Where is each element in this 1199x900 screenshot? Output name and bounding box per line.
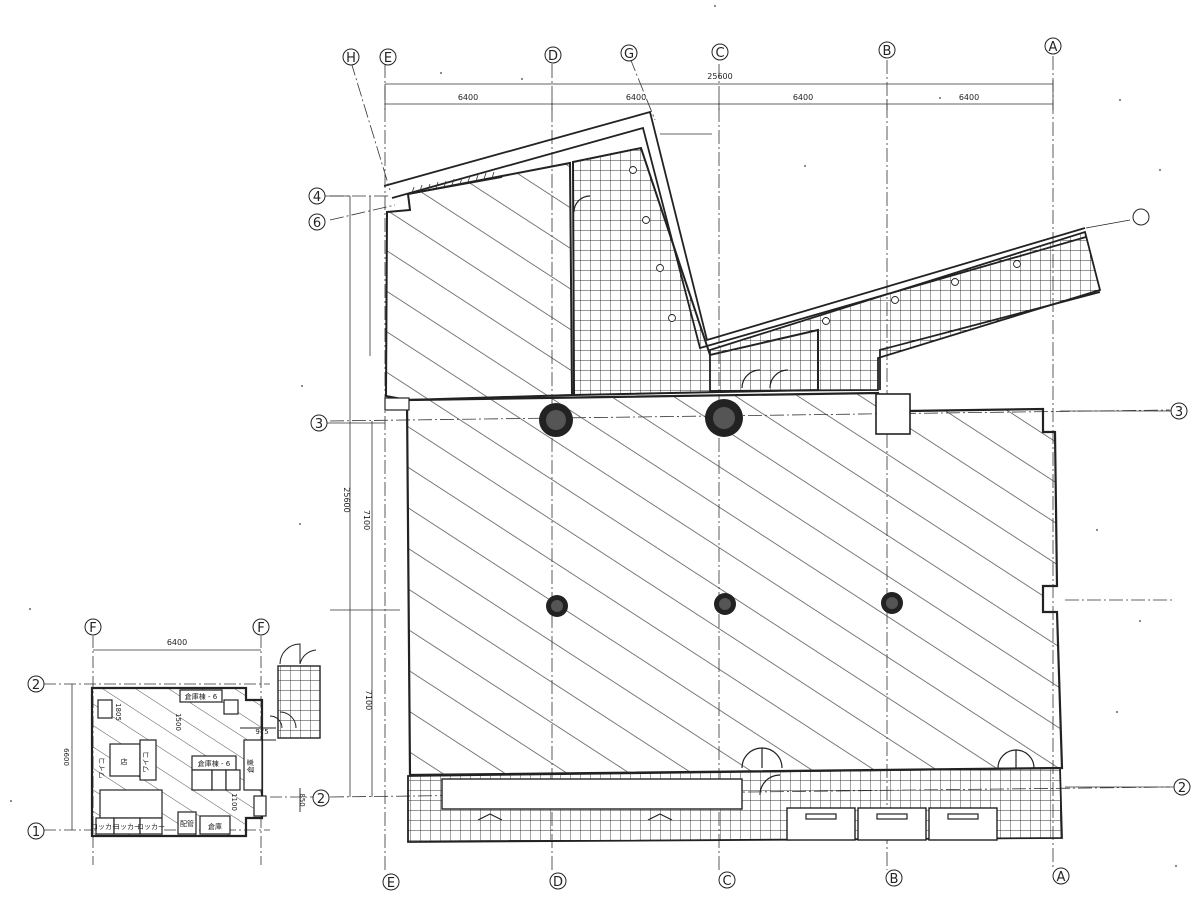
grid-label-e-bottom: E — [387, 876, 395, 891]
grid-label-e-top: E — [384, 51, 392, 66]
inset-room-label-2: 倉庫棟 - 6 — [198, 759, 231, 768]
inset-room-label-3: ワイコ — [142, 752, 150, 773]
grid-label-h-top: H — [346, 51, 356, 66]
shaft-notch — [875, 393, 911, 435]
inset-room-label-4: ワイコ — [98, 758, 106, 779]
bubble-leaders — [325, 195, 1174, 788]
bottom-counter — [441, 778, 743, 810]
inset-room-label-11: 店 — [121, 757, 128, 766]
inset-grid-label-f-right: F — [257, 621, 264, 636]
grid-label-4: 4 — [313, 190, 321, 205]
bottom-booth-3 — [928, 807, 998, 841]
grid-label-b-bottom: B — [890, 872, 899, 887]
top-dimension-lines — [384, 80, 1054, 135]
fixture-markers — [629, 166, 1021, 325]
main-hatched-floor — [405, 391, 1064, 777]
grid-label-d-bottom: D — [553, 875, 563, 890]
wall-tick-marks — [411, 171, 495, 194]
left-dimension-lines — [330, 196, 400, 797]
dim-height-lower: 7100 — [364, 690, 373, 710]
outer-angled-walls — [383, 110, 1131, 390]
inset-plan: 6400 6600 — [27, 618, 330, 865]
dim-bay-3: 6400 — [793, 93, 813, 102]
grid-label-c-bottom: C — [722, 874, 731, 889]
grid-label-3-right: 3 — [1175, 405, 1183, 420]
dim-bay-4: 6400 — [959, 93, 979, 102]
dim-total-top: 25600 — [707, 72, 732, 81]
dim-bay-2: 6400 — [626, 93, 646, 102]
booth-details — [477, 813, 979, 821]
inset-room-label-6: ロッカー — [113, 823, 141, 831]
inset-dim-1805: 1805 — [114, 703, 122, 721]
inset-dim-width: 6400 — [167, 638, 187, 647]
grid-label-3-left: 3 — [315, 417, 323, 432]
inset-room-label-10: 倉庫 — [246, 759, 255, 773]
inset-dim-1100: 1100 — [230, 793, 238, 811]
bottom-booth-2 — [857, 807, 927, 841]
inset-room-label-7: ロッカー — [137, 823, 165, 831]
dim-height-upper: 7100 — [362, 510, 371, 530]
grid-label-b-top: B — [883, 44, 892, 59]
inset-room-label-8: 配管 — [180, 819, 194, 828]
grid-label-c-top: C — [715, 46, 724, 61]
tiled-right-strip — [709, 230, 1102, 392]
grid-label-d-top: D — [548, 49, 558, 64]
inset-dim-975: 975 — [255, 728, 268, 736]
grid-label-a-bottom: A — [1057, 870, 1066, 885]
inset-dim-height: 6600 — [62, 748, 70, 766]
inset-grid-label-f-left: F — [89, 621, 96, 636]
scan-specks — [10, 5, 1177, 867]
inset-grid-label-2-right: 2 — [317, 792, 325, 807]
bottom-booth-1 — [786, 807, 856, 841]
inset-dim-850: 850 — [298, 793, 306, 806]
structural-columns — [539, 399, 903, 617]
inset-room-label-1: 倉庫棟 - 6 — [185, 692, 218, 701]
grid-label-g-top: G — [624, 47, 634, 62]
inset-room-label-5: ロッカー — [91, 823, 119, 831]
grid-label-6: 6 — [313, 216, 321, 231]
door-swings — [573, 195, 1035, 796]
entry-notch — [384, 397, 410, 411]
inset-grid-label-2: 2 — [32, 678, 40, 693]
dim-height-total: 25600 — [342, 487, 351, 512]
inset-dim-1500: 1500 — [174, 713, 182, 731]
inset-grid-label-1: 1 — [32, 825, 40, 840]
dim-bay-1: 6400 — [458, 93, 478, 102]
grid-bubbles — [308, 37, 1191, 891]
grid-label-2-right: 2 — [1178, 781, 1186, 796]
upper-left-hatched-room — [384, 161, 574, 402]
inset-room-label-9: 倉庫 — [208, 822, 222, 831]
grid-label-a-top: A — [1049, 40, 1058, 55]
